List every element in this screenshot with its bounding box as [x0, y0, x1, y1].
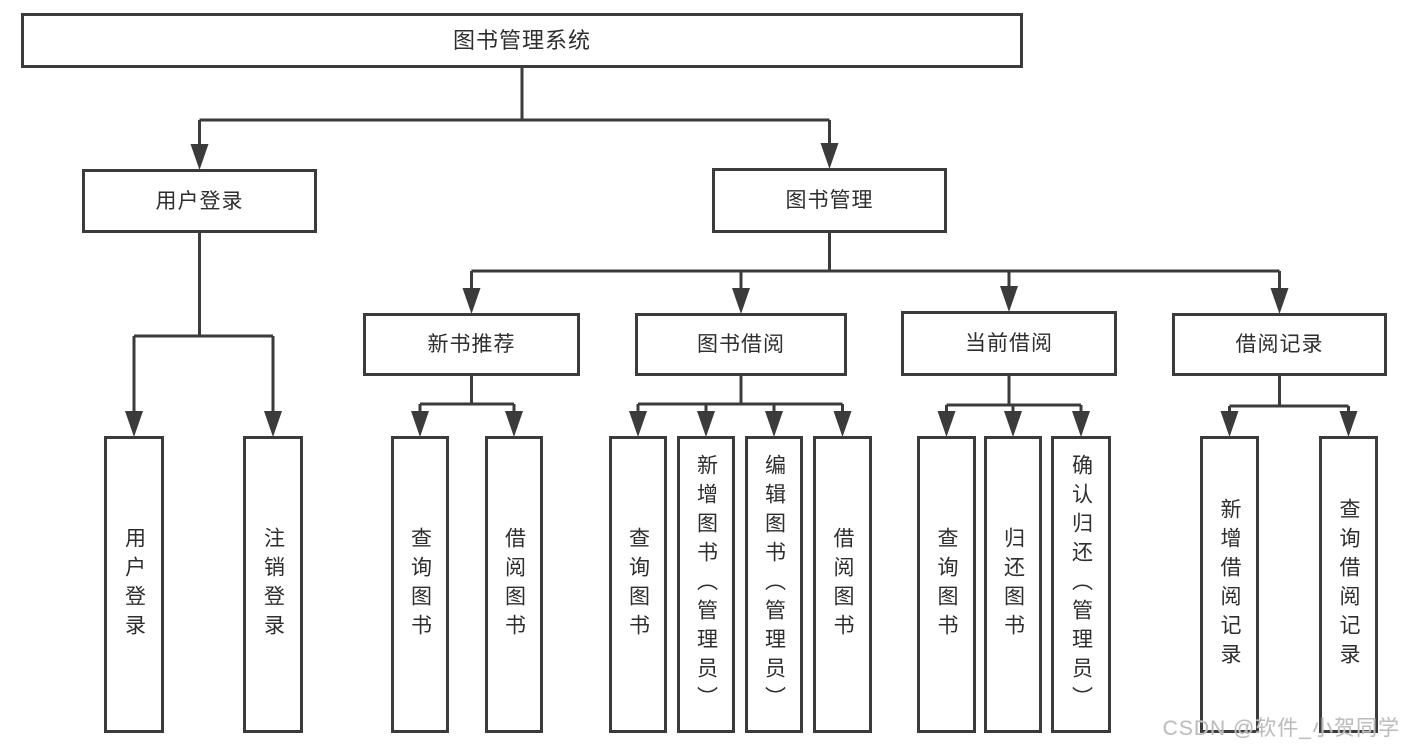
arrowhead-icon: [629, 411, 647, 437]
arrowhead-icon: [462, 288, 481, 314]
node-new-book-recommend: 新书推荐: [363, 313, 580, 376]
arrowhead-icon: [1339, 411, 1358, 437]
node-borrowing-query-books: 查询图书: [609, 436, 667, 733]
node-current-borrowing: 当前借阅: [901, 311, 1117, 376]
arrowhead-icon: [820, 143, 839, 169]
node-current-query-books: 查询图书: [917, 436, 976, 733]
node-records-add-borrow-record: 新增借阅记录: [1200, 436, 1259, 733]
arrowhead-icon: [1220, 411, 1239, 437]
arrowhead-icon: [1270, 288, 1289, 314]
node-book-management: 图书管理: [712, 168, 947, 233]
node-recommend-borrow-books: 借阅图书: [485, 436, 543, 733]
arrowhead-icon: [125, 411, 143, 437]
node-library-system: 图书管理系统: [21, 13, 1023, 68]
arrowhead-icon: [1072, 411, 1090, 437]
node-recommend-query-books: 查询图书: [391, 436, 449, 733]
arrowhead-icon: [765, 411, 783, 437]
node-borrowing-add-books-admin: 新增图书（管理员）: [677, 436, 735, 733]
node-borrowing-edit-books-admin: 编辑图书（管理员）: [745, 436, 803, 733]
node-records-query-borrow-record: 查询借阅记录: [1319, 436, 1378, 733]
node-current-return-books: 归还图书: [984, 436, 1042, 733]
watermark: CSDN @软件_小贺同学: [1162, 717, 1400, 740]
arrowhead-icon: [190, 144, 209, 170]
node-user-logout-leaf: 注销登录: [243, 436, 303, 733]
node-book-borrowing: 图书借阅: [635, 313, 847, 376]
arrowhead-icon: [1004, 411, 1022, 437]
connector-borrowing-records: [1228, 376, 1350, 418]
connector-new-book-recommend: [418, 376, 516, 418]
node-borrowing-records: 借阅记录: [1172, 313, 1387, 376]
arrowhead-icon: [833, 411, 852, 437]
node-user-login-leaf: 用户登录: [104, 436, 164, 733]
arrowhead-icon: [937, 411, 956, 437]
connector-user-login-branch: [132, 233, 275, 418]
arrowhead-icon: [1000, 286, 1018, 312]
connector-library-system: [198, 68, 831, 151]
arrowhead-icon: [505, 411, 523, 437]
node-current-confirm-return-admin: 确认归还（管理员）: [1051, 436, 1111, 733]
arrowhead-icon: [264, 411, 282, 437]
connector-book-management: [470, 233, 1281, 295]
arrowhead-icon: [697, 411, 715, 437]
arrowhead-icon: [411, 411, 429, 437]
arrowhead-icon: [732, 288, 750, 314]
node-borrowing-borrow-books: 借阅图书: [813, 436, 872, 733]
connector-book-borrowing: [636, 376, 844, 418]
node-user-login-branch: 用户登录: [82, 169, 317, 233]
